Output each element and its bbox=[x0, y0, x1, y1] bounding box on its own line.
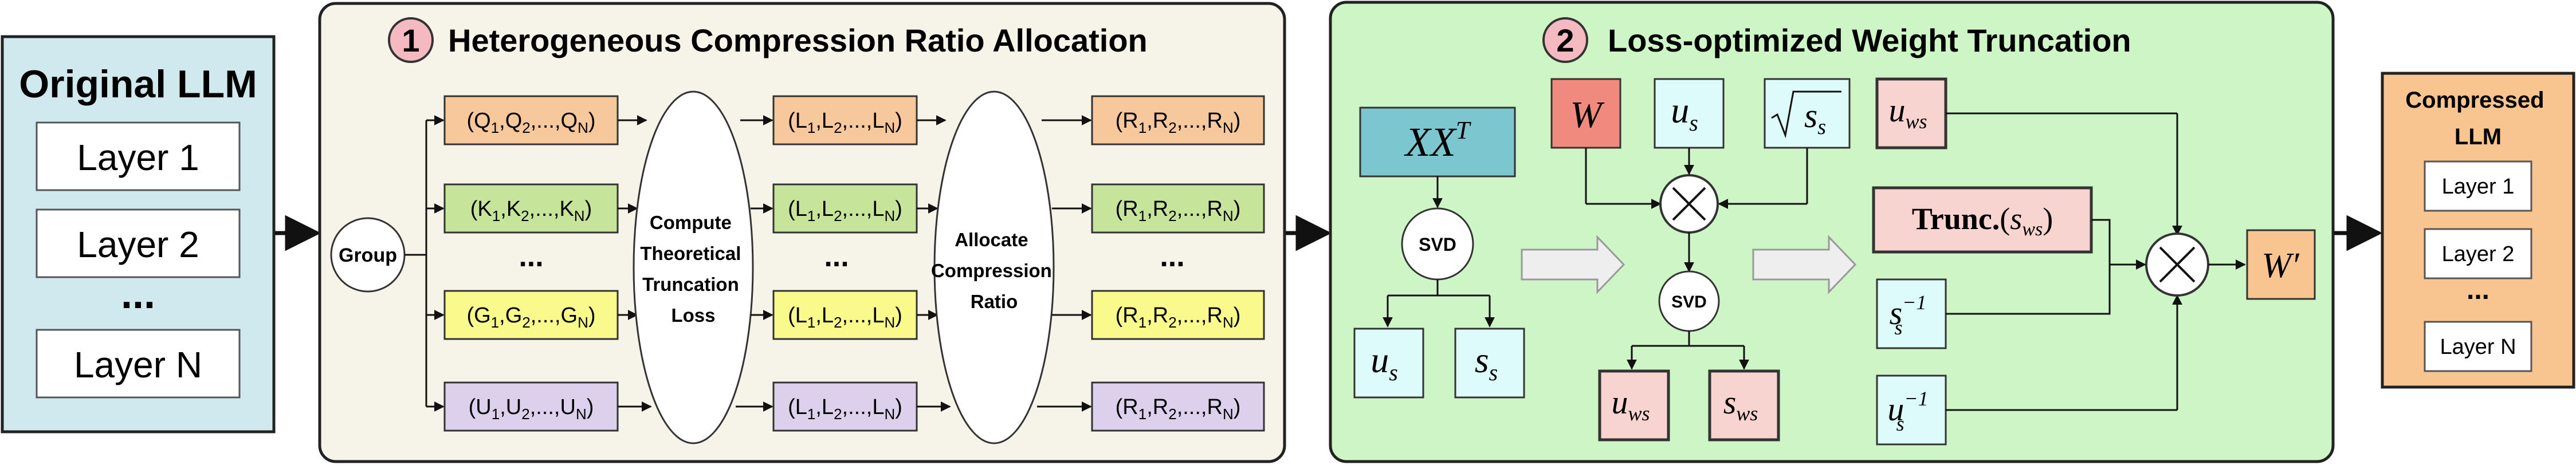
us-box-2 bbox=[1654, 78, 1725, 149]
allocate-ratio-label: Allocate Compression Ratio bbox=[931, 229, 1057, 312]
compressed-layer-1-label: Layer 1 bbox=[2442, 175, 2515, 199]
block-arrow-2 bbox=[1752, 235, 1857, 294]
loss-box-g: (L1,L2,...,LN) bbox=[772, 290, 918, 340]
svg-text:(L1,L2,...,LN): (L1,L2,...,LN) bbox=[788, 395, 902, 423]
compressed-layer-n-label: Layer N bbox=[2440, 335, 2516, 359]
w-label: W bbox=[1570, 94, 1605, 136]
block-arrow-1 bbox=[1521, 235, 1625, 294]
original-layer-2-label: Layer 2 bbox=[77, 224, 199, 265]
compressed-layer-2-label: Layer 2 bbox=[2442, 242, 2515, 266]
compressed-layer-1-box bbox=[2424, 160, 2532, 212]
svg-text:(K1,K2,...,KN): (K1,K2,...,KN) bbox=[470, 197, 592, 224]
ratio-box-g: (R1,R2,...,RN) bbox=[1091, 290, 1265, 340]
ss-inv-box bbox=[1876, 278, 1947, 349]
compressed-layer-2-box bbox=[2424, 228, 2532, 279]
original-layer-n-label: Layer N bbox=[74, 344, 202, 385]
sqrt-ss-label: ss bbox=[1804, 97, 1826, 139]
sws-box-1 bbox=[1708, 369, 1780, 442]
group-label: Group bbox=[339, 245, 397, 266]
svd2-label: SVD bbox=[1671, 293, 1707, 312]
svg-text:(L1,L2,...,LN): (L1,L2,...,LN) bbox=[788, 109, 902, 136]
svg-text:(U1,U2,...,UN): (U1,U2,...,UN) bbox=[469, 395, 594, 423]
sqrt-radical bbox=[1771, 90, 1841, 139]
multiply-icon-1 bbox=[1672, 187, 1706, 221]
multiply-icon-2 bbox=[2159, 246, 2196, 283]
svg-text:(L1,L2,...,LN): (L1,L2,...,LN) bbox=[788, 303, 902, 331]
input-u-box: (U1,U2,...,UN) bbox=[443, 381, 619, 432]
svg-text:(Q1,Q2,...,QN): (Q1,Q2,...,QN) bbox=[466, 109, 595, 136]
compute-loss-ellipse bbox=[633, 90, 754, 444]
ss-label-1: ss bbox=[1475, 340, 1498, 385]
inputs-ellipsis: ... bbox=[519, 240, 543, 273]
svg-text:(R1,R2,...,RN): (R1,R2,...,RN) bbox=[1116, 303, 1241, 331]
sws-label-1: sws bbox=[1723, 384, 1758, 425]
svg-text:(G1,G2,...,GN): (G1,G2,...,GN) bbox=[466, 303, 595, 331]
uws-box-2 bbox=[1875, 77, 1947, 149]
loss-ellipsis: ... bbox=[824, 240, 849, 273]
svd1-label: SVD bbox=[1419, 234, 1456, 255]
uws-label-2: uws bbox=[1888, 92, 1927, 133]
trunc-label: Trunc.(sws) bbox=[1912, 202, 2053, 240]
us-box-1 bbox=[1353, 328, 1424, 399]
trunc-box bbox=[1872, 186, 2093, 254]
ratio-box-u: (R1,R2,...,RN) bbox=[1091, 381, 1265, 432]
svg-text:(R1,R2,...,RN): (R1,R2,...,RN) bbox=[1116, 395, 1241, 423]
svg-text:(R1,R2,...,RN): (R1,R2,...,RN) bbox=[1116, 109, 1241, 136]
ss-box-1 bbox=[1454, 328, 1525, 399]
us-label-2: us bbox=[1671, 90, 1698, 136]
stage1-badge bbox=[388, 17, 434, 63]
ratio-ellipsis: ... bbox=[1160, 240, 1184, 273]
ratio-box-q: (R1,R2,...,RN) bbox=[1091, 95, 1265, 145]
loss-box-q: (L1,L2,...,LN) bbox=[772, 95, 918, 145]
svg-text:(R1,R2,...,RN): (R1,R2,...,RN) bbox=[1116, 197, 1241, 224]
trunc-to-mul2-line bbox=[2091, 219, 2146, 270]
wprime-box bbox=[2246, 229, 2316, 300]
compressed-llm-title: Compressed LLM bbox=[2405, 88, 2550, 149]
us-inv-box bbox=[1876, 375, 1947, 446]
uws-box-1 bbox=[1598, 369, 1670, 442]
stage2-badge-number: 2 bbox=[1556, 22, 1574, 58]
stage1-title: Heterogeneous Compression Ratio Allocati… bbox=[448, 22, 1148, 58]
input-g-box: (G1,G2,...,GN) bbox=[443, 290, 619, 340]
original-layer-1-label: Layer 1 bbox=[77, 137, 199, 178]
w-box bbox=[1550, 78, 1621, 149]
xxt-label: XXT bbox=[1404, 116, 1472, 165]
uws-label-1: uws bbox=[1611, 384, 1650, 425]
original-layer-1-box bbox=[36, 121, 241, 191]
ss-inv-to-mul2-line bbox=[1946, 265, 2111, 315]
compressed-ellipsis: ... bbox=[2467, 275, 2489, 305]
original-ellipsis: ... bbox=[121, 271, 155, 317]
stage1-badge-number: 1 bbox=[402, 22, 419, 58]
compute-loss-label: Compute Theoretical Truncation Loss bbox=[640, 212, 746, 326]
loss-box-u: (L1,L2,...,LN) bbox=[772, 381, 918, 432]
us-label-1: us bbox=[1371, 340, 1398, 385]
original-layer-n-box bbox=[36, 329, 241, 399]
compressed-layer-n-box bbox=[2424, 321, 2532, 372]
sqrt-ss-box bbox=[1764, 78, 1851, 149]
loss-box-k: (L1,L2,...,LN) bbox=[772, 183, 918, 234]
original-llm-title: Original LLM bbox=[19, 62, 257, 106]
original-layer-2-box bbox=[36, 208, 241, 278]
input-k-box: (K1,K2,...,KN) bbox=[443, 183, 619, 234]
stage2-title: Loss-optimized Weight Truncation bbox=[1608, 22, 2131, 58]
wprime-label: W′ bbox=[2261, 246, 2300, 285]
stage2-badge bbox=[1542, 17, 1588, 63]
xxt-box bbox=[1359, 107, 1516, 178]
allocate-ratio-ellipse bbox=[933, 90, 1055, 444]
svg-text:(L1,L2,...,LN): (L1,L2,...,LN) bbox=[788, 197, 902, 224]
input-q-box: (Q1,Q2,...,QN) bbox=[443, 95, 619, 145]
ratio-box-k: (R1,R2,...,RN) bbox=[1091, 183, 1265, 234]
